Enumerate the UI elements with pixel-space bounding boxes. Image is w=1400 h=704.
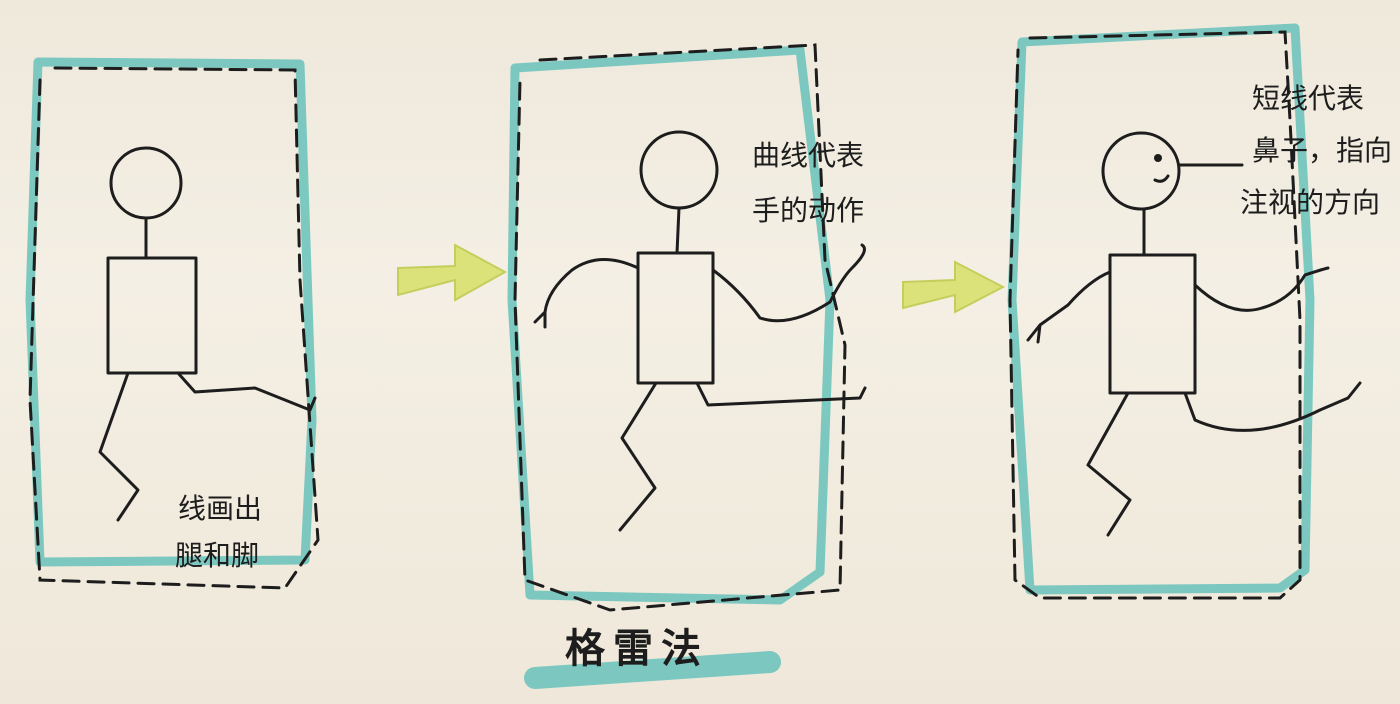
title-group: 格雷法: [524, 626, 781, 689]
arms-label-line2: 手的动作: [752, 194, 864, 227]
panel-3: 短线代表 鼻子，指向 注视的方向: [1007, 23, 1392, 600]
nose-label-line1: 短线代表: [1252, 82, 1364, 115]
figure-torso: [636, 251, 715, 385]
figure-right-arm: [711, 243, 866, 323]
figure-left-leg: [98, 371, 140, 522]
figure-left-arm: [533, 258, 640, 329]
figure-left-leg: [618, 381, 658, 532]
arrow-right-1: [397, 243, 508, 302]
figure-right-arm: [1193, 266, 1330, 312]
panel-2-dashed-border: [513, 43, 847, 612]
figure-torso: [106, 256, 198, 375]
panel-3-figure: [1026, 131, 1362, 537]
panel-1-dashed-border: [28, 66, 320, 590]
panel-3-dashed-border: [1008, 30, 1302, 600]
panel-1: 线画出 腿和脚: [25, 57, 320, 590]
figure-mouth: [1153, 174, 1170, 183]
nose-annotation: 短线代表 鼻子，指向 注视的方向: [1240, 82, 1392, 219]
panel-2-figure: [533, 130, 867, 532]
legs-annotation: 线画出 腿和脚: [175, 492, 262, 572]
arms-annotation: 曲线代表 手的动作: [752, 139, 864, 227]
figure-head: [639, 130, 719, 210]
arms-label-line1: 曲线代表: [752, 139, 864, 172]
title-underline-marker: [524, 651, 781, 689]
panel-1-teal-frame: [25, 57, 317, 567]
panel-2-teal-frame: [507, 45, 835, 605]
panel-3-teal-frame: [1007, 23, 1315, 595]
figure-head: [109, 146, 183, 220]
panel-2: 曲线代表 手的动作: [507, 43, 867, 612]
figure-right-leg: [1183, 381, 1362, 432]
legs-label-line1: 线画出: [178, 492, 262, 525]
figure-right-leg: [176, 371, 317, 412]
method-title: 格雷法: [565, 626, 709, 672]
figure-left-leg: [1086, 391, 1132, 537]
nose-label-line3: 注视的方向: [1240, 186, 1380, 219]
figure-left-arm: [1026, 270, 1112, 344]
figure-eye: [1154, 154, 1162, 162]
figure-right-leg: [695, 381, 867, 407]
legs-label-line2: 腿和脚: [175, 539, 259, 572]
figure-torso: [1108, 253, 1197, 395]
arrow-right-2: [902, 260, 1006, 314]
figure-neck: [675, 206, 681, 255]
panel-1-figure: [98, 146, 317, 522]
nose-label-line2: 鼻子，指向: [1252, 134, 1392, 167]
figure-head: [1101, 131, 1181, 211]
